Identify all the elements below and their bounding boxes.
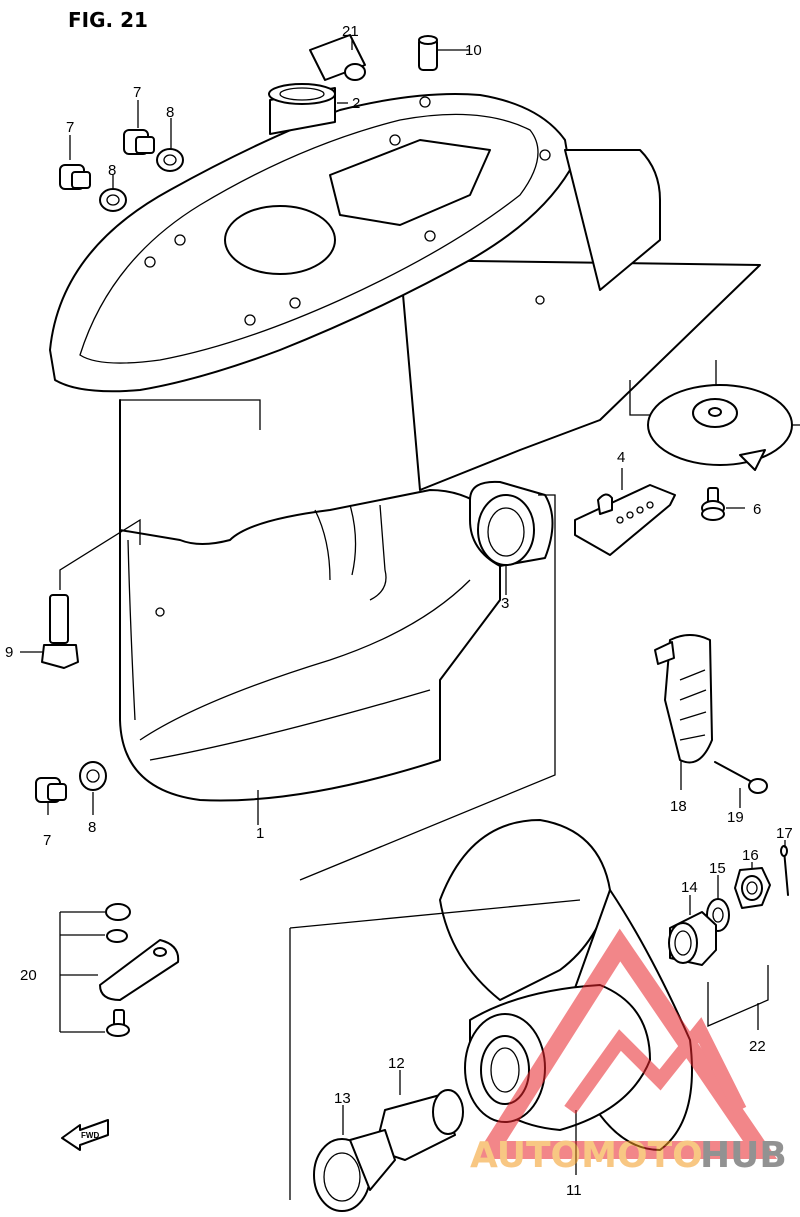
pin-10 [418, 35, 438, 71]
watermark-brand-hub: HUB [700, 1135, 787, 1176]
watermark-brand-automoto: AUTOMOTO [470, 1135, 703, 1176]
plug-7-c [35, 777, 67, 803]
callout-12: 12 [388, 1055, 405, 1072]
bolt-9 [41, 518, 141, 669]
callout-19: 19 [727, 809, 744, 826]
callout-15: 15 [709, 860, 726, 877]
callout-13: 13 [334, 1090, 351, 1107]
callout-14: 14 [681, 879, 698, 896]
callout-10: 10 [465, 42, 482, 59]
callout-8-a: 8 [166, 104, 174, 121]
cotter-pin-17 [780, 845, 789, 896]
forward-arrow-icon: FWD [61, 1119, 109, 1151]
bearing-2 [268, 83, 336, 135]
washer-8-b [156, 148, 184, 172]
anode-plate [629, 360, 800, 471]
screw-6 [701, 487, 725, 521]
callout-9: 9 [5, 644, 13, 661]
callout-4: 4 [617, 449, 625, 466]
callout-7-a: 7 [66, 119, 74, 136]
callout-2: 2 [352, 95, 360, 112]
callout-11: 11 [566, 1182, 582, 1199]
callout-7-b: 7 [133, 84, 141, 101]
screw-19 [714, 761, 768, 794]
leader-lines [20, 40, 786, 1175]
spacer-14 [668, 911, 717, 966]
bushing-21 [309, 34, 366, 81]
callout-21: 21 [342, 23, 359, 40]
callout-3: 3 [501, 595, 509, 612]
trim-tab-set-20 [59, 903, 180, 1037]
bracket-22 [707, 965, 769, 1027]
callout-8-c: 8 [88, 819, 96, 836]
callout-7-c: 7 [43, 832, 51, 849]
gear-case-housing [49, 93, 761, 802]
plug-7-a [59, 164, 91, 190]
thrust-holder-13 [313, 1129, 396, 1212]
callout-18: 18 [670, 798, 687, 815]
bearing-3 [299, 480, 556, 881]
callout-16: 16 [742, 847, 759, 864]
callout-22: 22 [749, 1038, 766, 1055]
callout-labels: 1 2 3 4 6 7 7 7 8 8 8 9 10 11 12 13 14 1… [5, 23, 793, 1199]
plug-7-b [123, 129, 155, 155]
watermark-logo: AUTOMOTO HUB [470, 928, 787, 1176]
callout-20: 20 [20, 967, 37, 984]
callout-17: 17 [776, 825, 793, 842]
fwd-label: FWD [81, 1131, 99, 1140]
nut-16 [734, 867, 771, 909]
callout-8-b: 8 [108, 162, 116, 179]
washer-8-a [99, 188, 127, 212]
cover-4 [574, 484, 676, 556]
grommet-18 [654, 634, 713, 764]
figure-title: FIG. 21 [68, 8, 148, 32]
callout-1: 1 [256, 825, 264, 842]
callout-6: 6 [753, 501, 761, 518]
washer-8-c [79, 761, 107, 791]
